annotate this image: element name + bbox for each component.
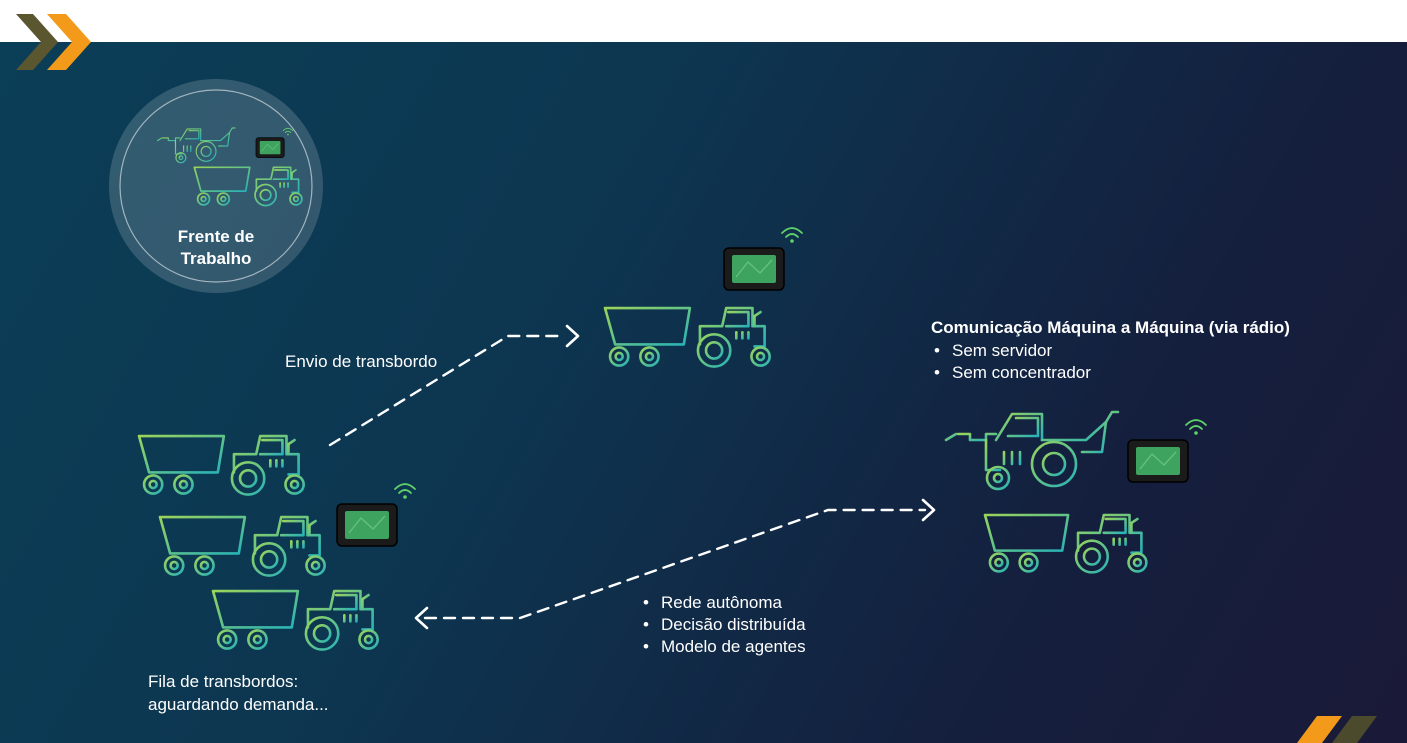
top-bar bbox=[0, 0, 1407, 42]
tractor-icon bbox=[983, 513, 1148, 574]
arrowhead-left-icon bbox=[414, 606, 429, 630]
list-item: Modelo de agentes bbox=[639, 636, 806, 658]
onboard-display-icon bbox=[1127, 419, 1207, 483]
queue-label-2: aguardando demanda... bbox=[148, 695, 329, 714]
network-bullet-list: Rede autônoma Decisão distribuída Modelo… bbox=[639, 592, 806, 658]
queue-tractor-icon bbox=[211, 589, 379, 651]
slash-accent-icon bbox=[1297, 716, 1377, 743]
onboard-display-icon bbox=[723, 227, 803, 291]
m2m-arrow bbox=[423, 508, 927, 620]
dispatch-arrow bbox=[328, 334, 567, 447]
work-front-label-1: Frente de bbox=[177, 227, 255, 246]
dispatched-tractor-icon bbox=[603, 306, 771, 368]
m2m-bullet-list: Sem servidor Sem concentrador bbox=[930, 340, 1091, 384]
list-item: Rede autônoma bbox=[639, 592, 806, 614]
list-item: Sem concentrador bbox=[930, 362, 1091, 384]
list-item: Decisão distribuída bbox=[639, 614, 806, 636]
work-front-badge bbox=[109, 79, 323, 293]
dispatch-label: Envio de transbordo bbox=[285, 352, 438, 371]
work-front-label-2: Trabalho bbox=[180, 249, 252, 268]
list-item: Sem servidor bbox=[930, 340, 1091, 362]
onboard-display-icon bbox=[336, 483, 416, 547]
queue-tractor-icon bbox=[158, 515, 326, 577]
m2m-title: Comunicação Máquina a Máquina (via rádio… bbox=[931, 318, 1290, 337]
harvester-icon bbox=[944, 410, 1120, 491]
queue-tractor-icon bbox=[137, 434, 305, 496]
arrowhead-right-icon bbox=[921, 498, 936, 522]
chevron-right-icon bbox=[16, 14, 91, 70]
arrowhead-right-icon bbox=[565, 324, 580, 348]
queue-label-1: Fila de transbordos: bbox=[148, 672, 299, 691]
